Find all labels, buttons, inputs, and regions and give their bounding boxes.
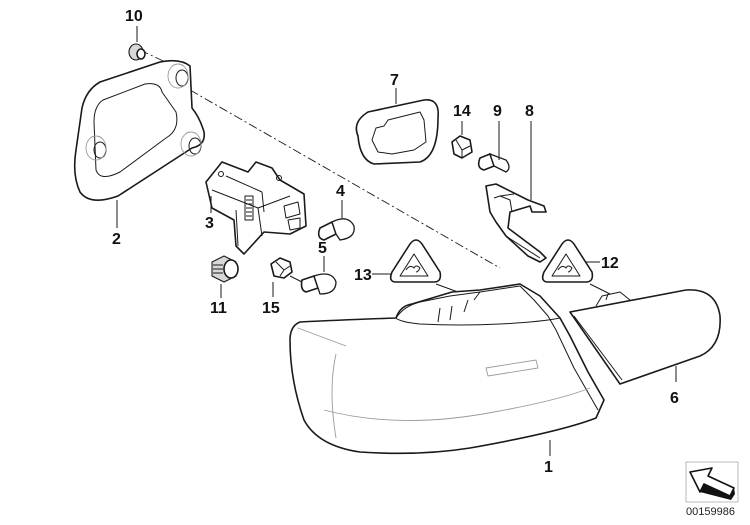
part-tail-light-housing[interactable] xyxy=(289,283,605,455)
callout-7[interactable]: 7 xyxy=(390,72,399,89)
part-grommet[interactable] xyxy=(211,255,239,283)
part-nut[interactable] xyxy=(128,43,146,61)
callout-13[interactable]: 13 xyxy=(354,267,372,284)
part-gasket[interactable] xyxy=(73,59,206,201)
assembly-axis-line xyxy=(189,89,501,269)
part-bulb-socket-14[interactable] xyxy=(451,135,473,159)
part-warning-label-12[interactable] xyxy=(541,239,594,283)
part-gasket-ring[interactable] xyxy=(355,99,440,165)
callout-8[interactable]: 8 xyxy=(525,103,534,120)
callout-3[interactable]: 3 xyxy=(205,215,214,232)
part-bulb-holder[interactable] xyxy=(205,161,307,255)
warning-triangle-icon xyxy=(405,265,421,273)
callout-2[interactable]: 2 xyxy=(112,231,121,248)
callout-10[interactable]: 10 xyxy=(125,8,143,25)
callout-1[interactable]: 1 xyxy=(544,459,553,476)
callout-11[interactable]: 11 xyxy=(210,300,227,317)
callout-15[interactable]: 15 xyxy=(262,300,280,317)
callout-6[interactable]: 6 xyxy=(670,390,679,407)
callout-4[interactable]: 4 xyxy=(336,183,345,200)
callout-12[interactable]: 12 xyxy=(601,255,619,272)
part-warning-label-13[interactable] xyxy=(389,239,442,283)
callout-5[interactable]: 5 xyxy=(318,240,327,257)
callout-9[interactable]: 9 xyxy=(493,103,502,120)
part-bulb-4[interactable] xyxy=(317,218,355,241)
reference-number: 00159986 xyxy=(686,506,735,518)
part-bulb-socket-15[interactable] xyxy=(270,257,307,285)
part-bracket-clip[interactable] xyxy=(485,183,547,263)
part-inner-tail-light[interactable] xyxy=(569,289,721,385)
arrow-up-left-icon[interactable] xyxy=(685,461,739,503)
callout-14[interactable]: 14 xyxy=(453,103,471,120)
part-bulb-5[interactable] xyxy=(300,273,337,295)
part-bulb-9[interactable] xyxy=(477,152,510,173)
